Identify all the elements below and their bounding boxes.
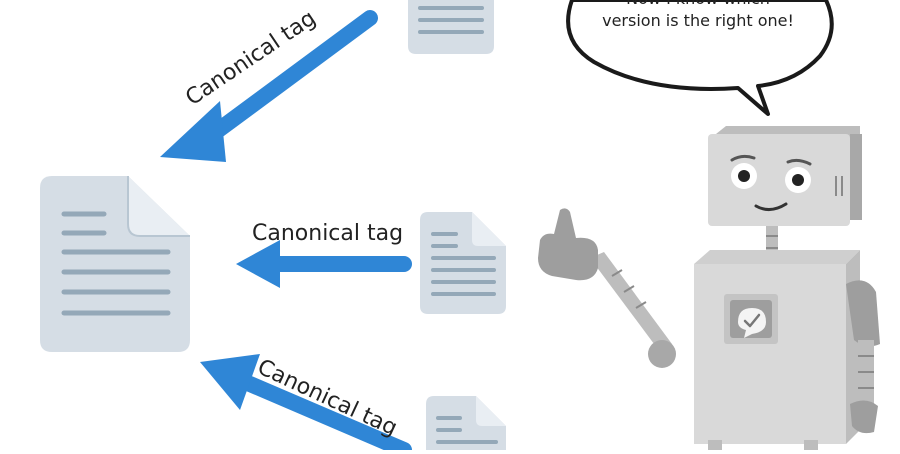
robot-right-arm	[846, 280, 880, 434]
arrow-bottom	[200, 354, 412, 454]
duplicate-document-top	[408, 0, 494, 54]
speech-bubble: Now I know which version is the right on…	[566, 0, 834, 116]
canonical-tag-label-top: Canonical tag	[181, 6, 320, 111]
robot-head	[708, 126, 862, 226]
duplicate-document-bottom	[426, 396, 506, 450]
speech-bubble-line-1: Now I know which	[626, 0, 770, 8]
robot	[538, 126, 880, 450]
canonical-tag-label-middle: Canonical tag	[252, 221, 403, 246]
duplicate-document-middle	[420, 212, 506, 314]
robot-pointing-hand	[538, 208, 598, 281]
speech-bubble-line-2: version is the right one!	[602, 11, 794, 30]
robot-pointing-arm	[538, 208, 676, 368]
robot-smile	[754, 202, 788, 211]
canonical-document	[40, 176, 190, 352]
arrow-top	[160, 10, 378, 162]
robot-body	[694, 250, 860, 444]
arrow-middle	[236, 240, 412, 288]
